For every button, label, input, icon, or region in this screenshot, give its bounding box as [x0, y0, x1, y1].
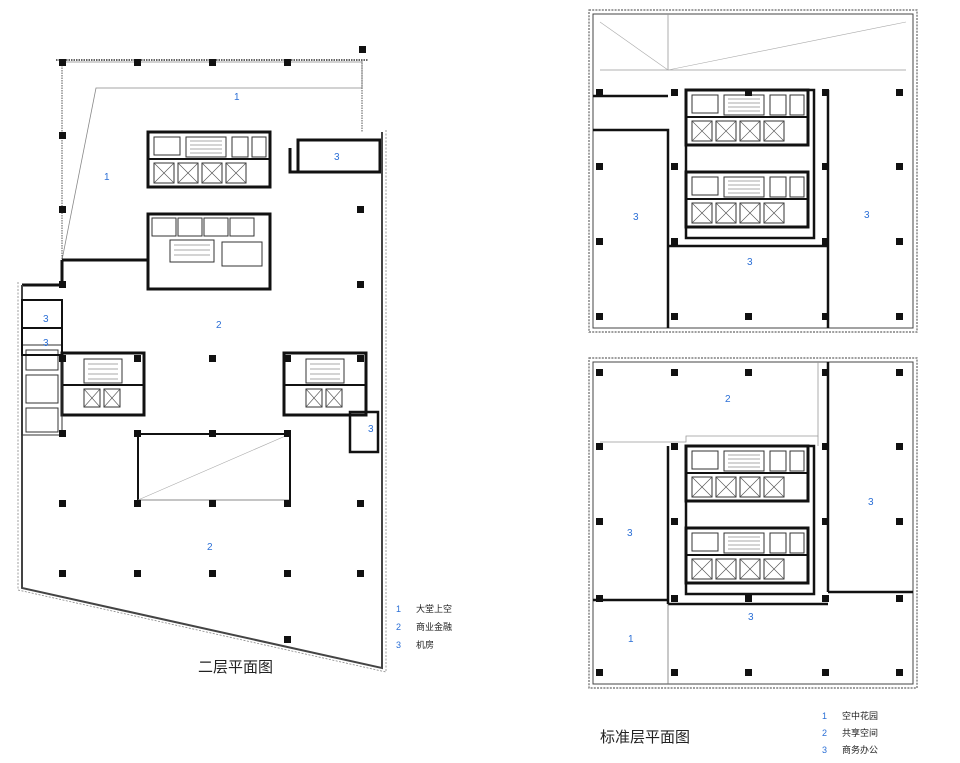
second-floor-plan: 1 1 3 3 3 2 3 2 二层平面图 1 大堂上空 2 商业金融 3 机房 [17, 46, 452, 676]
legend-num: 3 [822, 745, 827, 755]
room-label-2-shared: 2 [725, 394, 731, 405]
legend-num: 2 [822, 728, 827, 738]
standard-floor-legend: 1 空中花园 2 共享空间 3 商务办公 [822, 710, 878, 756]
room-label-3-machine: 3 [334, 152, 340, 163]
legend-num: 1 [396, 604, 401, 614]
legend-text: 商业金融 [416, 621, 452, 633]
legend-text: 大堂上空 [416, 603, 452, 615]
legend-text: 机房 [416, 639, 434, 651]
room-label-3-office-left-lower: 3 [627, 528, 633, 539]
legend-num: 3 [396, 640, 401, 650]
second-floor-legend: 1 大堂上空 2 商业金融 3 机房 [396, 603, 452, 651]
standard-floor-plan-upper: 3 3 3 [588, 9, 918, 333]
legend-text: 空中花园 [842, 710, 878, 722]
standard-floor-title: 标准层平面图 [600, 728, 690, 746]
standard-floor-plan-lower: 2 3 3 3 1 [588, 357, 918, 689]
room-label-2-lower: 2 [207, 542, 213, 553]
room-label-3-office-bottom: 3 [748, 612, 754, 623]
room-label-3-office-right-lower: 3 [868, 497, 874, 508]
room-label-3-office-left: 3 [633, 212, 639, 223]
room-label-3-office-right: 3 [864, 210, 870, 221]
legend-text: 共享空间 [842, 727, 878, 739]
legend-num: 2 [396, 622, 401, 632]
room-label-1-void-left: 1 [104, 172, 110, 183]
second-floor-title: 二层平面图 [198, 658, 273, 676]
room-label-1-void: 1 [234, 92, 240, 103]
room-label-3-left-b: 3 [43, 338, 49, 349]
room-label-3-right: 3 [368, 424, 374, 435]
room-label-3-office-middle: 3 [747, 257, 753, 268]
room-label-3-left-a: 3 [43, 314, 49, 325]
legend-num: 1 [822, 711, 827, 721]
room-label-2-retail: 2 [216, 320, 222, 331]
room-label-1-garden: 1 [628, 634, 634, 645]
legend-text: 商务办公 [842, 744, 878, 756]
